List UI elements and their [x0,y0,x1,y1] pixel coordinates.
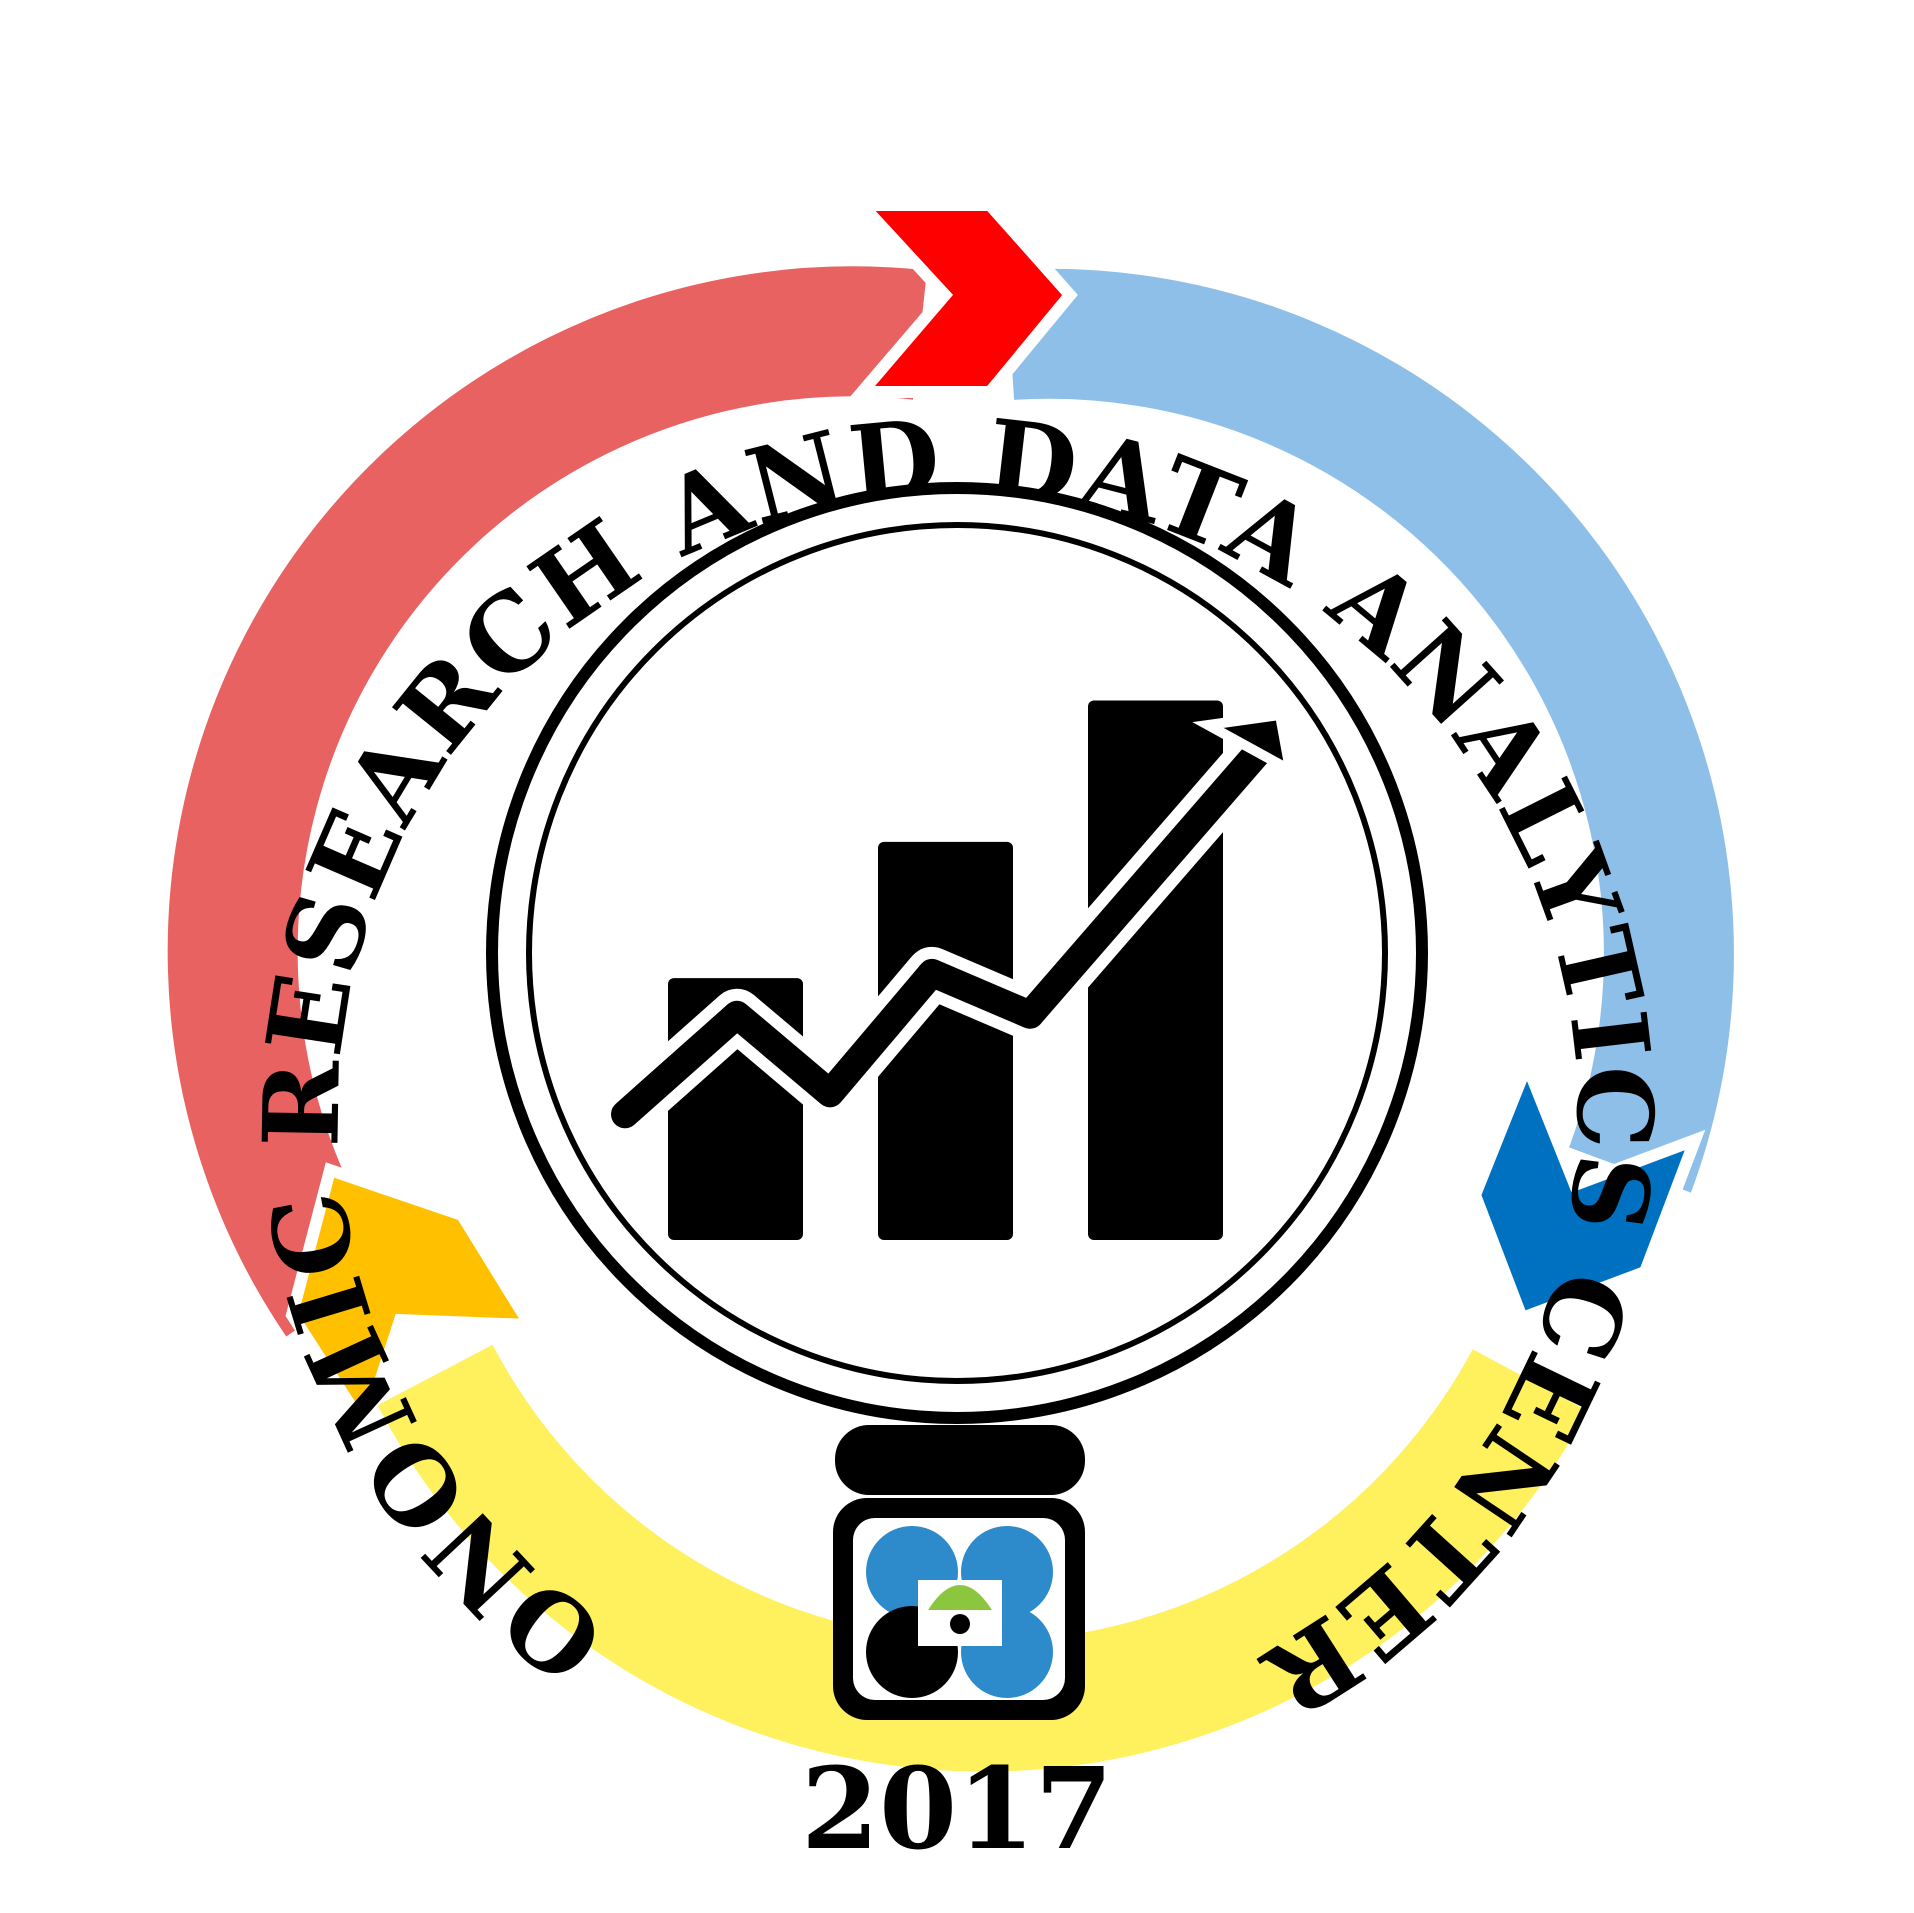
trend-arrowhead-icon [1192,709,1297,780]
red-chevron-icon [848,199,1078,398]
trend-line [611,733,1276,1129]
government-seal-icon [866,1526,1053,1698]
seal-leaf-icon [928,1585,992,1610]
yellow-chevron-icon [285,1162,542,1442]
blue-chevron-icon [1468,1048,1706,1326]
seal-figure-icon [950,1614,970,1634]
chart-bar-2 [878,841,1013,1240]
red-arc [167,266,927,1337]
handle-collar [835,1425,1085,1495]
blue-arc [1005,268,1734,1193]
founding-year: 2017 [801,1744,1113,1875]
